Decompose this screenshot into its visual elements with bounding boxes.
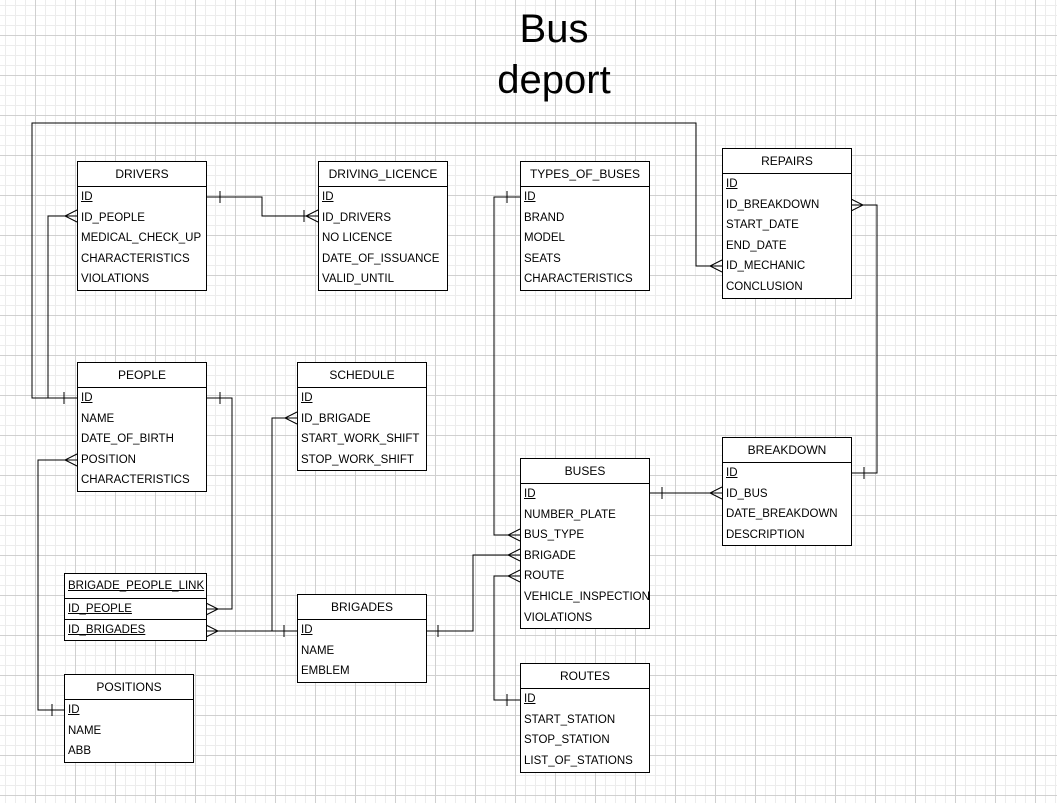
field-types-of-buses-id: ID xyxy=(524,191,536,203)
field-buses-brigade: BRIGADE xyxy=(524,549,576,562)
field-repairs-id: ID xyxy=(726,178,738,190)
entity-routes-title: ROUTES xyxy=(521,664,649,689)
diagram-title: Bus deport xyxy=(454,4,654,106)
field-buses-id: ID xyxy=(524,488,536,500)
entity-drivers-title: DRIVERS xyxy=(78,162,206,187)
field-drivers-id: ID xyxy=(81,191,93,203)
field-drivers-medical-check-up: MEDICAL_CHECK_UP xyxy=(81,232,202,245)
field-people-name: NAME xyxy=(81,412,115,425)
field-routes-start-station: START_STATION xyxy=(524,713,616,726)
field-buses-number-plate: NUMBER_PLATE xyxy=(524,508,616,521)
entity-brigade-people-link-title: BRIGADE_PEOPLE_LINK xyxy=(65,574,206,599)
diagram-title-line-1: Bus xyxy=(519,7,589,51)
field-types-of-buses-model: MODEL xyxy=(524,232,565,245)
field-brigades-emblem: EMBLEM xyxy=(301,665,350,678)
entity-driving-licence-title: DRIVING_LICENCE xyxy=(319,162,447,187)
field-buses-vehicle-inspection: VEHICLE_INSPECTION xyxy=(524,590,650,603)
entity-types-of-buses[interactable]: TYPES_OF_BUSES ID BRAND MODEL SEATS CHAR… xyxy=(520,161,650,291)
field-schedule-start-work-shift: START_WORK_SHIFT xyxy=(301,433,420,446)
field-brigades-id: ID xyxy=(301,624,313,636)
entity-routes[interactable]: ROUTES ID START_STATION STOP_STATION LIS… xyxy=(520,663,650,773)
field-routes-stop-station: STOP_STATION xyxy=(524,734,610,747)
entity-brigades[interactable]: BRIGADES ID NAME EMBLEM xyxy=(297,594,427,683)
field-types-of-buses-brand: BRAND xyxy=(524,211,565,224)
field-brigade-link-id-people: ID_PEOPLE xyxy=(65,599,206,620)
entity-driving-licence[interactable]: DRIVING_LICENCE ID ID_DRIVERS NO LICENCE… xyxy=(318,161,448,291)
field-driving-licence-id-drivers: ID_DRIVERS xyxy=(322,211,392,224)
field-schedule-id: ID xyxy=(301,392,313,404)
entity-drivers[interactable]: DRIVERS ID ID_PEOPLE MEDICAL_CHECK_UP CH… xyxy=(77,161,207,291)
field-driving-licence-date-of-issuance: DATE_OF_ISSUANCE xyxy=(322,252,440,265)
entity-repairs[interactable]: REPAIRS ID ID_BREAKDOWN START_DATE END_D… xyxy=(722,148,852,299)
rel-routes-buses[interactable] xyxy=(493,569,521,706)
field-types-of-buses-seats: SEATS xyxy=(524,252,561,265)
field-schedule-stop-work-shift: STOP_WORK_SHIFT xyxy=(301,453,414,466)
entity-positions-title: POSITIONS xyxy=(65,675,193,700)
field-breakdown-id: ID xyxy=(726,467,738,479)
entity-people-title: PEOPLE xyxy=(78,363,206,388)
field-driving-licence-no-licence: NO LICENCE xyxy=(322,232,393,245)
field-brigade-link-id-brigades: ID_BRIGADES xyxy=(68,624,146,636)
field-buses-route: ROUTE xyxy=(524,570,565,583)
entity-buses[interactable]: BUSES ID NUMBER_PLATE BUS_TYPE BRIGADE R… xyxy=(520,458,650,629)
field-buses-violations: VIOLATIONS xyxy=(524,611,593,624)
field-repairs-start-date: START_DATE xyxy=(726,219,799,232)
diagram-title-line-2: deport xyxy=(497,58,611,102)
field-breakdown-description: DESCRIPTION xyxy=(726,528,805,541)
entity-repairs-title: REPAIRS xyxy=(723,149,851,174)
field-repairs-end-date: END_DATE xyxy=(726,239,787,252)
entity-schedule-title: SCHEDULE xyxy=(298,363,426,388)
rel-positions-people[interactable] xyxy=(37,453,78,716)
field-breakdown-date-breakdown: DATE_BREAKDOWN xyxy=(726,508,838,521)
field-breakdown-id-bus: ID_BUS xyxy=(726,487,768,500)
entity-types-of-buses-title: TYPES_OF_BUSES xyxy=(521,162,649,187)
entity-breakdown-title: BREAKDOWN xyxy=(723,438,851,463)
rel-buses-breakdown[interactable] xyxy=(649,486,723,500)
field-repairs-id-breakdown: ID_BREAKDOWN xyxy=(726,198,820,211)
rel-types-buses[interactable] xyxy=(493,191,521,542)
field-positions-name: NAME xyxy=(68,724,102,737)
field-repairs-id-mechanic: ID_MECHANIC xyxy=(726,260,806,273)
entity-brigade-people-link[interactable]: BRIGADE_PEOPLE_LINK ID_PEOPLE ID_BRIGADE… xyxy=(64,573,207,641)
rel-breakdown-repairs[interactable] xyxy=(850,198,878,479)
rel-people-drivers[interactable] xyxy=(47,209,78,404)
field-positions-id: ID xyxy=(68,704,80,716)
field-brigades-name: NAME xyxy=(301,644,335,657)
field-schedule-id-brigade: ID_BRIGADE xyxy=(301,412,371,425)
field-drivers-violations: VIOLATIONS xyxy=(81,273,150,286)
field-types-of-buses-characteristics: CHARACTERISTICS xyxy=(524,273,633,286)
field-people-date-of-birth: DATE_OF_BIRTH xyxy=(81,433,174,446)
entity-brigades-title: BRIGADES xyxy=(298,595,426,620)
field-driving-licence-valid-until: VALID_UNTIL xyxy=(322,273,395,286)
rel-drivers-driving-licence[interactable] xyxy=(206,191,319,223)
entity-buses-title: BUSES xyxy=(521,459,649,484)
field-people-id: ID xyxy=(81,392,93,404)
field-people-characteristics: CHARACTERISTICS xyxy=(81,474,190,487)
field-routes-id: ID xyxy=(524,693,536,705)
entity-breakdown[interactable]: BREAKDOWN ID ID_BUS DATE_BREAKDOWN DESCR… xyxy=(722,437,852,546)
field-routes-list-of-stations: LIST_OF_STATIONS xyxy=(524,754,633,767)
rel-people-repairs[interactable] xyxy=(31,122,723,399)
field-drivers-characteristics: CHARACTERISTICS xyxy=(81,252,190,265)
field-buses-bus-type: BUS_TYPE xyxy=(524,529,585,542)
rel-brigades-buses[interactable] xyxy=(426,548,521,637)
entity-positions[interactable]: POSITIONS ID NAME ABB xyxy=(64,674,194,763)
field-drivers-id-people: ID_PEOPLE xyxy=(81,211,145,224)
field-repairs-conclusion: CONCLUSION xyxy=(726,280,803,293)
field-driving-licence-id: ID xyxy=(322,191,334,203)
entity-people[interactable]: PEOPLE ID NAME DATE_OF_BIRTH POSITION CH… xyxy=(77,362,207,492)
rel-people-brigade-link[interactable] xyxy=(205,392,233,616)
field-positions-abb: ABB xyxy=(68,745,92,758)
rel-brigades-schedule[interactable] xyxy=(271,411,298,632)
field-people-position: POSITION xyxy=(81,453,136,466)
entity-schedule[interactable]: SCHEDULE ID ID_BRIGADE START_WORK_SHIFT … xyxy=(297,362,427,471)
